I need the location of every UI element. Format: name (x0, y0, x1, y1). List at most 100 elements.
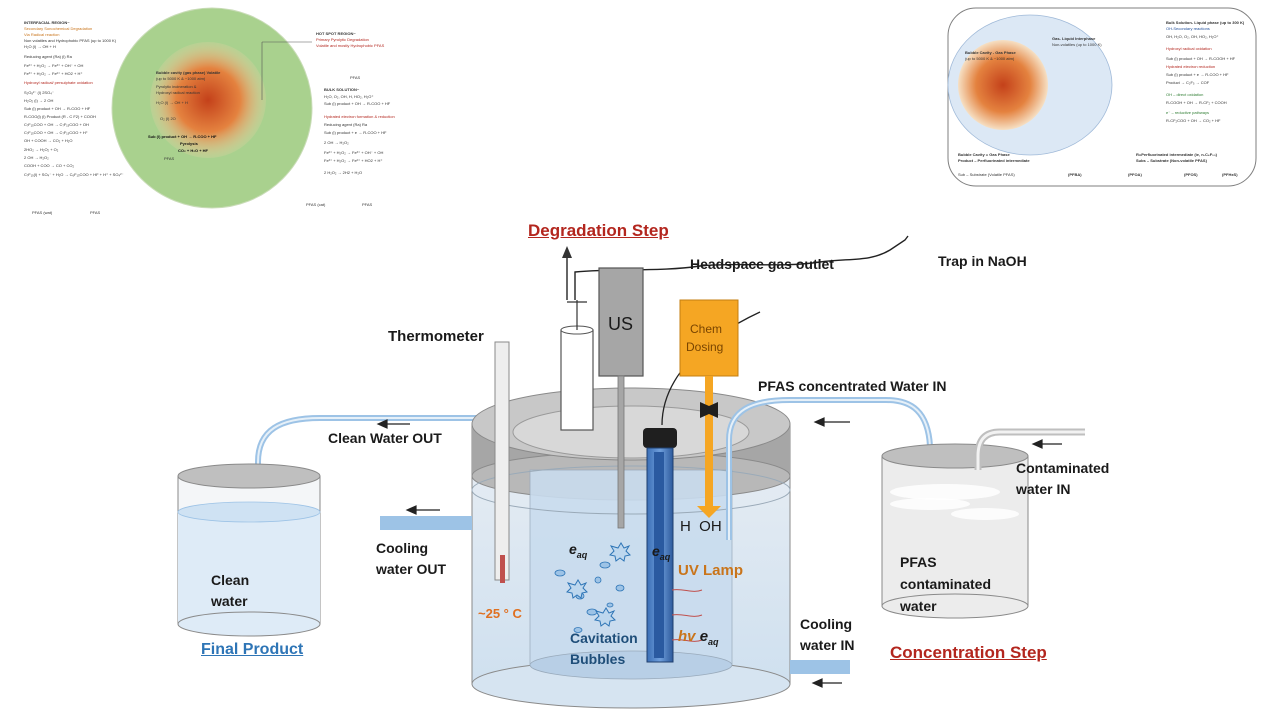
interfacial-sub3: Non volatiles and Hydrophobic PFAS (up t… (24, 38, 117, 43)
r-footer-pfos: (PFOS) (1184, 172, 1198, 177)
headspace-label: Headspace gas outlet (690, 256, 834, 272)
r-footer-product: Product – Perfluorinated intermediate (958, 158, 1030, 163)
thermometer-label: Thermometer (388, 328, 484, 345)
eq3: Fe³⁺ + H₂O₂ → Fe²⁺ + HO2 + H⁺ (24, 71, 83, 76)
r-interface-sub: Non-volatiles (up to 1000 K) (1052, 42, 1102, 47)
pfas-contaminated-label-3: water (900, 598, 937, 614)
r-bubble-sub: (up to 5000 K & ~1000 atm) (965, 56, 1015, 61)
bubble-eq1: H₂O (l) → OH + H (156, 100, 188, 105)
bubble-eq2: Sub (l) product + OH → R-COO + HF (148, 134, 217, 139)
uv-lamp (643, 311, 761, 663)
chem-dosing-label-2: Dosing (686, 340, 724, 354)
bubble-sub3: Hydroxyl radical reaction (156, 90, 200, 95)
clean-water-label-2: water (211, 593, 248, 609)
r-eq5: R-CF₂COO + OH → CO₂ + HF (1166, 118, 1221, 123)
legend-e: PFAS (362, 202, 373, 207)
r-footer-sub: Sub – Substrate (Volatile PFAS) (958, 172, 1015, 177)
bubble-sub1: (up to 5000 K & ~1000 atm) (156, 76, 206, 81)
clean-water-label-1: Clean (211, 572, 250, 588)
photon-arrows (671, 589, 703, 642)
cavitation-label-2: Bubbles (570, 651, 626, 667)
r-eq4: R-COOH + OH → R-CF₂ + COOH (1166, 100, 1227, 105)
r-footer-pfhxs: (PFHxS) (1222, 172, 1238, 177)
pfas-contaminated-label-1: PFAS (900, 554, 937, 570)
reducing-agent: Reducing agent (Ra) (l) Ra (24, 54, 72, 59)
temperature-label: ~25 ° C (478, 606, 522, 621)
hotspot-core (150, 42, 266, 158)
left-inset-figure (111, 7, 313, 209)
burst-bubbles (565, 542, 632, 627)
uv-lamp-label: UV Lamp (678, 562, 744, 579)
contaminated-water-tank (881, 443, 1029, 619)
contaminated-in-label-2: water IN (1016, 481, 1071, 497)
eq4: S₂O₈²⁻ (l) 2SO₄⁻ (24, 90, 54, 95)
bubble-eq3: Pyrolysis (180, 141, 198, 146)
eq8: C₇F₁₅COO + OH → C₇F₁₅COO + OH (24, 122, 89, 127)
gas-outlet-cylinder (560, 300, 594, 431)
final-product-title: Final Product (201, 641, 304, 658)
r-eq2: Sub (l) product + e → R-COO + HF (1166, 72, 1229, 77)
r-oh-title: OH – direct oxidation (1166, 92, 1204, 97)
eaq-label-2: eaq (652, 543, 671, 562)
hotspot-sub1: Primary Pyrolytic Degradation (316, 37, 369, 42)
eq13: COOH + COO → CO + CO₂ (24, 163, 75, 168)
r-footer-bubble: Bubble Cavity = Gas Phase (958, 152, 1010, 157)
cooling-out-label-2: water OUT (376, 561, 447, 577)
degradation-step-title: Degradation Step (528, 221, 669, 240)
r-footer-pfoa: (PFOA) (1128, 172, 1142, 177)
eq12: 2 OH → H₂O₂ (24, 155, 49, 160)
clean-water-out-label: Clean Water OUT (328, 430, 442, 446)
bulk-title: BULK SOLUTION~ (324, 87, 360, 92)
r-bulk-eq1: OH, H₂O, O₂, OH, HO₂, H₂O⁺ (1166, 34, 1219, 39)
cooling-in-label-1: Cooling (800, 616, 853, 632)
r-footer-right2: Subs – Substrate (Non-volatile PFAS) (1136, 158, 1207, 163)
hv-eaq-label: hv eaq (678, 628, 719, 647)
ultrasound-horn (598, 267, 644, 529)
legend-d: PFAS (cat) (306, 202, 326, 207)
eq6: Sub (l) product + OH → R-COO + HF (24, 106, 91, 111)
legend-c: PFAS (350, 75, 361, 80)
reducing-agent2: Reducing agent (Ra) Ra (324, 122, 368, 127)
eq10: OH + COOH → CO₂ + H₂O (24, 138, 73, 143)
eaq-label-1: eaq (569, 541, 588, 560)
legend-b: PFAS (90, 210, 101, 215)
chem-dosing-label-1: Chem (690, 322, 723, 336)
eq7: R-COO(l) (l) Product (R - C F2) + COOH (24, 114, 96, 119)
eq-b2: 2 OH → H₂O₂ (324, 140, 349, 145)
right-inset-figure (947, 7, 1257, 187)
headspace-outlet (562, 246, 572, 300)
h-oh-label: H OH (680, 518, 722, 535)
hotspot-sub2: Volatile and mostly Hydrophobic PFAS (316, 43, 385, 48)
eq-b4: Fe³⁺ + H₂O₂ → Fe²⁺ + HO2 + H⁺ (324, 158, 383, 163)
interfacial-sub2: Via Radical reaction (24, 32, 60, 37)
r-bulk-sub: OH-Secondary reactions (1166, 26, 1210, 31)
bubble-legend: PFAS (164, 156, 175, 161)
r-bubble-title: Bubble Cavity - Gas Phase (965, 50, 1016, 55)
pfas-in-label: PFAS concentrated Water IN (758, 378, 947, 394)
interfacial-sub1: Secondary Sonochemical Degradation (24, 26, 93, 31)
r-hydrated-title: Hydrated electron reduction (1166, 64, 1216, 69)
eq-b3: Fe²⁺ + H₂O₂ → Fe³⁺ + OH⁻ + OH (324, 150, 384, 155)
cooling-in-label-2: water IN (800, 637, 855, 653)
eq-b5: 2 H₂O₂ → 2H2 + H₂O (324, 170, 363, 175)
cooling-out-label-1: Cooling (376, 540, 429, 556)
eq-b1: Sub (l) product + e → R-COO + HF (324, 130, 387, 135)
concentration-step-title: Concentration Step (890, 643, 1047, 662)
r-hydroxyl-title: Hydroxyl radical oxidation (1166, 46, 1212, 51)
r-footer-pfba: (PFBA) (1068, 172, 1082, 177)
hotspot-title: HOT SPOT REGION~ (316, 31, 356, 36)
bubble-eq5: O₂ (l) 2O (160, 116, 176, 121)
legend-a: PFAS (wat) (32, 210, 53, 215)
us-label: US (608, 314, 634, 334)
bubble-cavity-circle (958, 40, 1048, 130)
r-eq1: Sub (l) product + OH → R-COOH + HF (1166, 56, 1236, 61)
thermometer (494, 341, 510, 583)
interfacial-eq1: H₂O (l) → OH + H (24, 44, 56, 49)
eq5: H₂O₂ (l) → 2 OH (24, 98, 54, 103)
eq9: C₇F₁₅COO + OH → C₇F₁₅COO + H⁺ (24, 130, 88, 135)
contaminated-in-label-1: Contaminated (1016, 460, 1110, 476)
flow-arrows (376, 417, 1062, 688)
cooling-out-pipe (380, 516, 472, 530)
hydroxyl-persulphate: Hydroxyl radical/ persulphate oxidation (24, 80, 93, 85)
